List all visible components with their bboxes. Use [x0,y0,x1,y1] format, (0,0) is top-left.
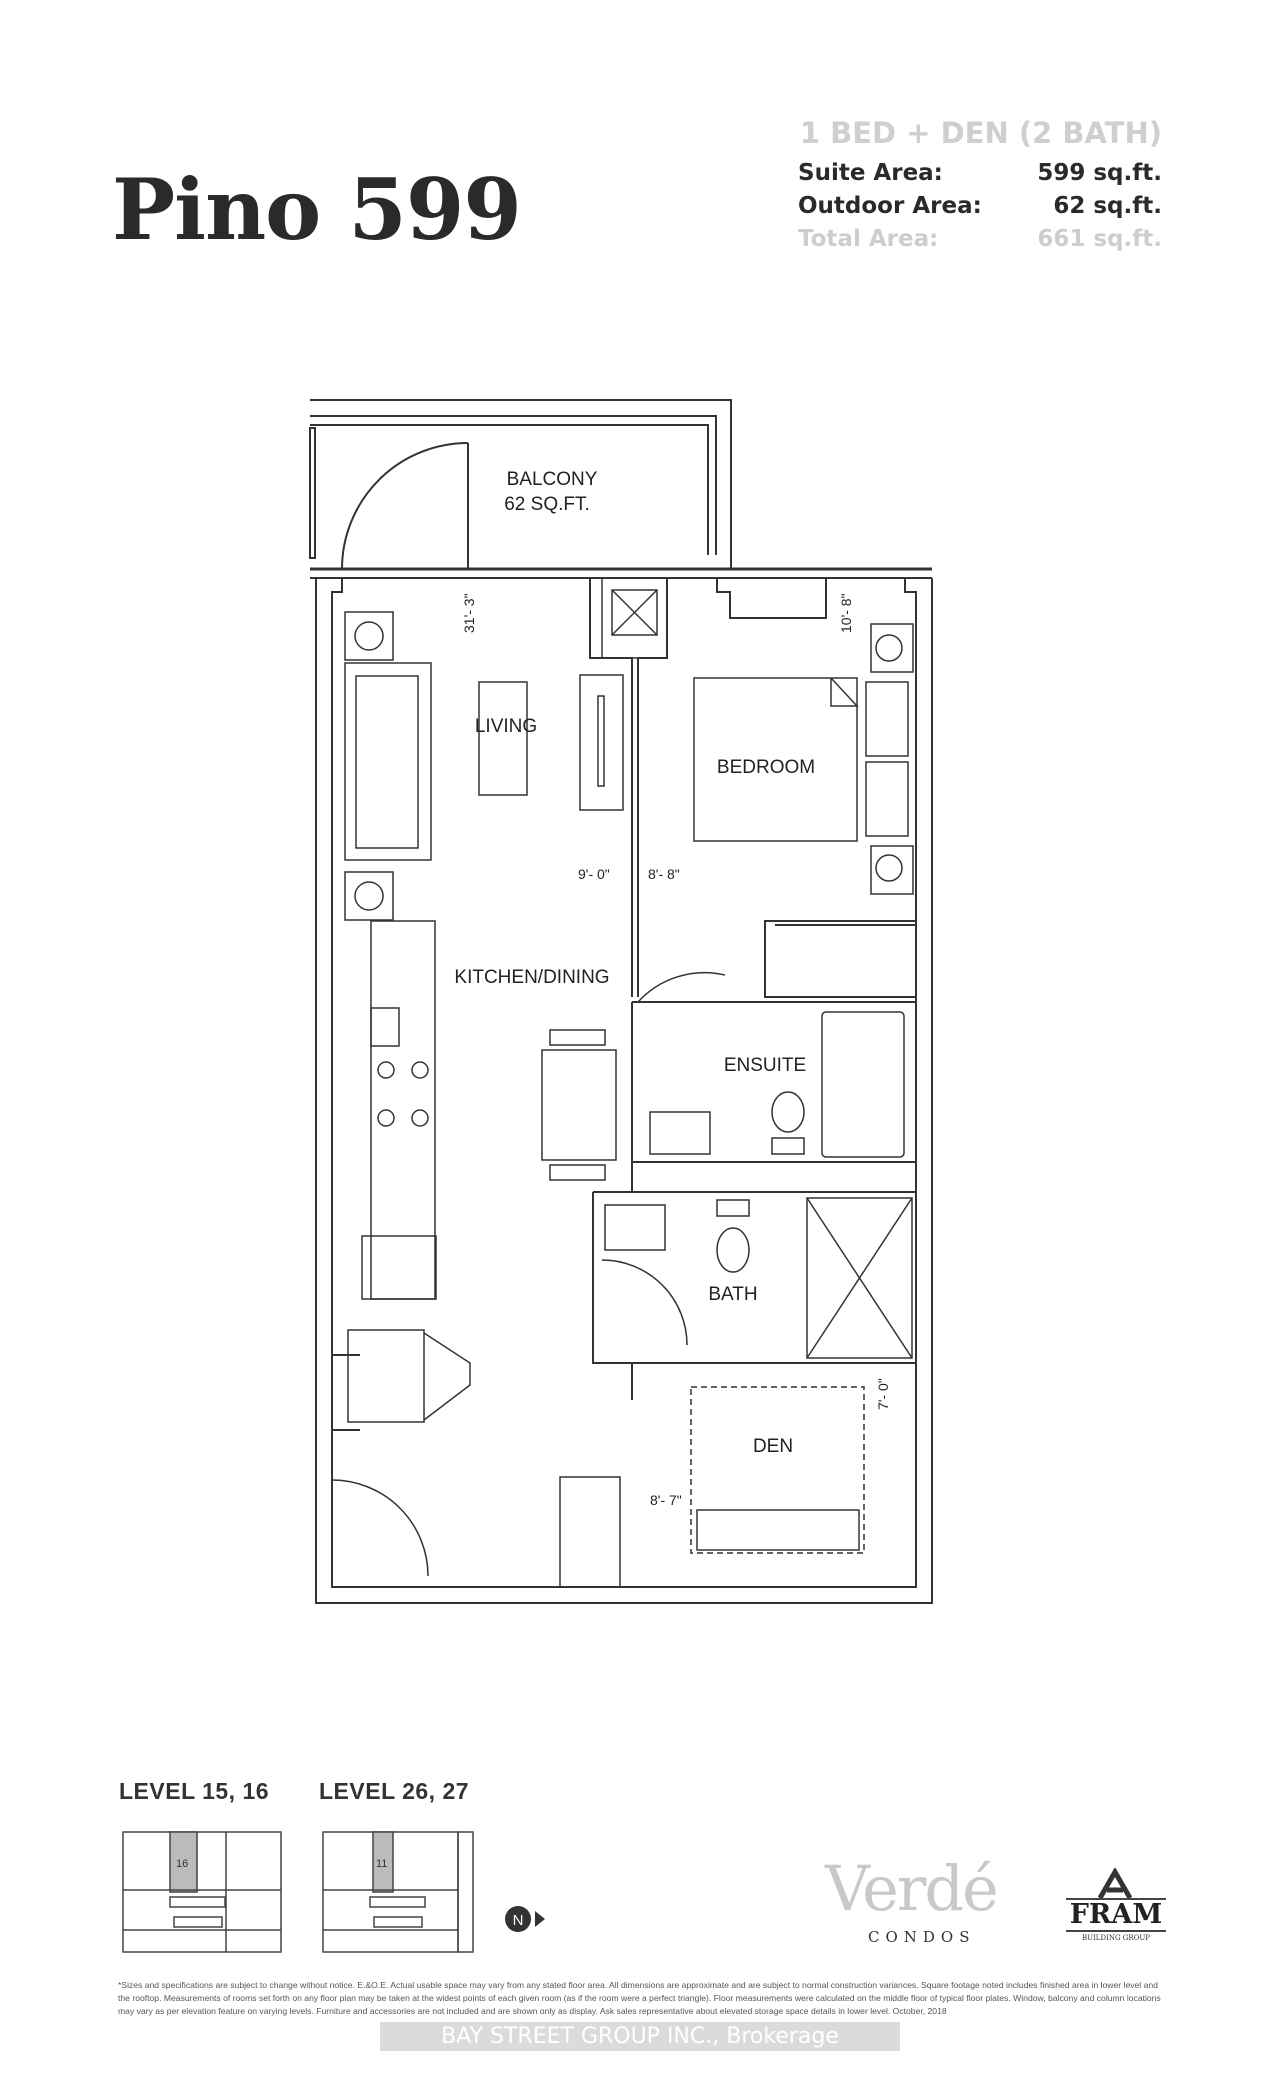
key-plan-1: 16 [122,1831,282,1953]
den-bed [690,1386,865,1554]
balcony-door-swing [341,442,469,570]
furniture [331,577,914,1588]
key-plans: 16 11 N [122,1831,545,1953]
north-compass-icon: N [505,1906,545,1932]
page-title: Pino 599 [112,160,522,259]
den-label: DEN [753,1436,793,1457]
dim-living-width: 9'- 0" [578,866,610,882]
svg-text:N: N [513,1912,524,1929]
suite-area-row: Suite Area: 599 sq.ft. [798,160,1162,186]
bed [693,677,858,842]
suite-area-value: 599 sq.ft. [1037,160,1162,186]
tv-unit [579,674,624,811]
dim-bedroom-width: 8'- 8" [648,866,680,882]
dining-table [541,1049,617,1161]
key-plan-unit-1: 16 [176,1858,188,1870]
shower [806,1197,913,1359]
fram-logo-icon [1097,1868,1133,1898]
ensuite-label: ENSUITE [724,1055,806,1076]
coffee-table [478,681,528,796]
exterior-walls [310,567,933,1604]
bath-label: BATH [708,1284,757,1305]
dim-den-depth: 7'- 0" [875,1378,891,1410]
bathtub [821,1011,905,1158]
verde-logo-sub: CONDOS [868,1928,976,1946]
unit-type: 1 BED + DEN (2 BATH) [799,116,1162,150]
key-plan-label-1: LEVEL 15, 16 [119,1778,270,1804]
floor-plan: BALCONY 62 SQ.FT. LIVING BEDROOM KITCHEN… [309,399,933,1604]
disclaimer: *Sizes and specifications are subject to… [118,1980,1161,2016]
suite-area-label: Suite Area: [798,160,943,186]
balcony-area-label: 62 SQ.FT. [504,494,590,515]
fram-logo: FRAM [1066,1898,1166,1932]
dim-bedroom-depth: 10'- 8" [838,593,854,633]
balcony [309,399,732,570]
kitchen-counter [370,920,436,1300]
key-plan-label-2: LEVEL 26, 27 [319,1778,470,1804]
outdoor-area-value: 62 sq.ft. [1053,193,1162,219]
outdoor-area-label: Outdoor Area: [798,193,982,219]
dim-living-depth: 31'- 3" [461,593,477,633]
bedroom-door-swing [637,971,726,1003]
balcony-label: BALCONY [507,469,598,490]
outdoor-area-row: Outdoor Area: 62 sq.ft. [798,193,1162,219]
column [344,611,394,661]
total-area-label: Total Area: [798,226,939,252]
dim-den-width: 8'- 7" [650,1492,682,1508]
bedroom-label: BEDROOM [717,757,815,778]
sofa [344,662,432,861]
fram-logo-sub: BUILDING GROUP [1082,1934,1150,1942]
living-label: LIVING [475,716,537,737]
key-plan-2: 11 [322,1831,474,1953]
key-plan-unit-2: 11 [376,1858,387,1870]
verde-logo: Verdé [825,1852,999,1925]
watermark: BAY STREET GROUP INC., Brokerage [380,2022,900,2051]
total-area-row: Total Area: 661 sq.ft. [798,226,1162,252]
kitchen-label: KITCHEN/DINING [454,967,609,988]
total-area-value: 661 sq.ft. [1037,226,1162,252]
